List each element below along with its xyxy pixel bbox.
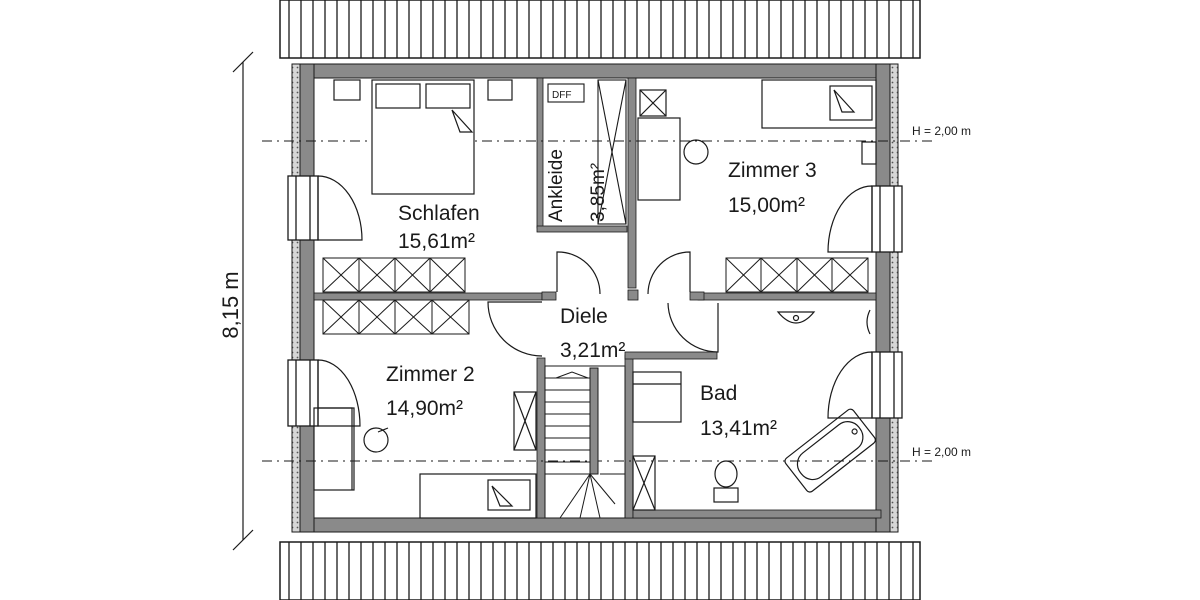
staircase [544,365,626,519]
room-name: Zimmer 2 [386,363,475,386]
roof-bottom [279,541,921,600]
room-name: Bad [700,382,737,405]
room-diele: Diele 3,21m² [560,305,625,362]
bad-furniture [632,309,876,511]
room-name: Diele [560,305,608,328]
door-swings [318,251,719,490]
ankleide-furniture [547,79,627,225]
room-area: 3,21m² [560,339,625,362]
zimmer3-furniture [637,79,877,201]
roof-top [279,0,921,59]
dimension-line [232,51,254,551]
window-swings [317,175,873,427]
schlafen-wardrobe [322,257,466,293]
ankleide-tag: DFF [552,90,571,101]
room-area: 14,90m² [386,397,463,420]
room-bad: Bad 13,41m² [700,382,777,440]
zimmer2-wardrobe [322,299,470,335]
room-zimmer2: Zimmer 2 14,90m² [386,363,475,420]
zimmer2-furniture [313,391,537,519]
room-area: 13,41m² [700,417,777,440]
zimmer3-wardrobe [725,257,869,293]
dimension-label: 8,15 m [218,271,243,338]
room-area: 15,00m² [728,194,805,217]
room-name: Schlafen [398,202,480,225]
room-area: 3,85m² [588,163,609,222]
interior-walls [313,77,882,519]
room-schlafen: Schlafen 15,61m² [398,202,480,253]
ceiling-label-bottom: H = 2,00 m [912,445,971,459]
room-name: Zimmer 3 [728,159,817,182]
schlafen-furniture [333,79,513,195]
room-ankleide: Ankleide 3,85m² [546,149,609,222]
ceiling-label-top: H = 2,00 m [912,124,971,138]
room-name: Ankleide [546,149,567,222]
room-zimmer3: Zimmer 3 15,00m² [728,159,817,217]
room-area: 15,61m² [398,230,475,253]
